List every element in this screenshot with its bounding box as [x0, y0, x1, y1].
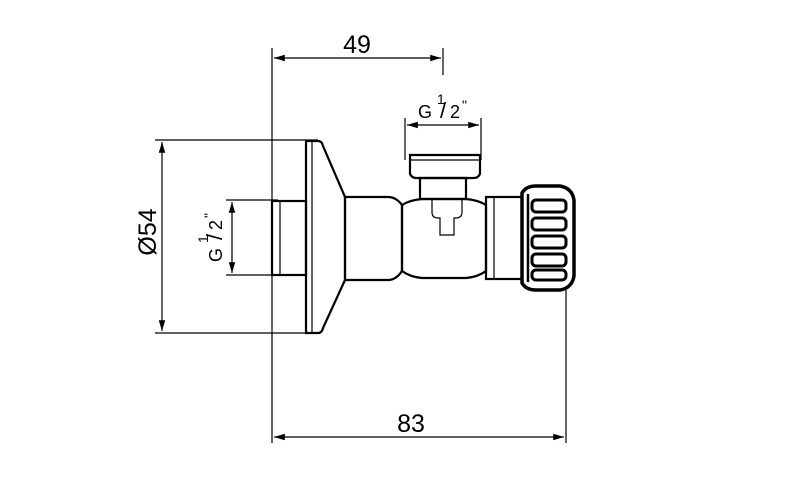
- valve-body: [270, 139, 576, 335]
- dim-83-label: 83: [397, 410, 425, 438]
- inlet-thread-slash: /: [202, 233, 227, 240]
- handwheel: [520, 184, 576, 292]
- outlet-neck: [418, 176, 468, 201]
- inlet-thread-label: G 1 / 2 ": [195, 213, 227, 262]
- outlet-thread-label: G 1 / 2 ": [418, 91, 467, 123]
- outlet-thread-num: 1: [437, 91, 445, 107]
- dimension-lines: [158, 54, 564, 441]
- handwheel-rib-2: [530, 216, 568, 232]
- inlet-thread-unit: ": [201, 213, 217, 218]
- extension-lines: [155, 48, 567, 443]
- outlet-hex-nut: [408, 153, 482, 180]
- handwheel-rib-5: [530, 268, 568, 282]
- dim-49-label: 49: [343, 31, 371, 59]
- outlet-throat: [431, 199, 463, 236]
- outlet-thread-den: 2: [450, 102, 460, 122]
- outlet-thread-slash: /: [440, 98, 447, 123]
- outlet-thread-unit: ": [462, 97, 467, 113]
- dim-diameter-label: Ø54: [134, 208, 162, 255]
- inlet-thread-num: 1: [195, 235, 211, 243]
- inlet-thread-nipple: [270, 199, 308, 277]
- spindle-housing: [484, 195, 524, 281]
- valve-main-body: [400, 197, 488, 280]
- inlet-thread-den: 2: [206, 220, 226, 230]
- dimension-labels: 49 83 Ø54 G 1 / 2 " G 1 / 2 ": [134, 31, 467, 438]
- inlet-thread-g: G: [206, 248, 226, 262]
- handwheel-rib-4: [530, 252, 568, 268]
- valve-shank: [343, 195, 404, 282]
- handwheel-rib-3: [530, 234, 568, 250]
- handwheel-rib-1: [530, 198, 568, 214]
- outlet-thread-g: G: [418, 102, 432, 122]
